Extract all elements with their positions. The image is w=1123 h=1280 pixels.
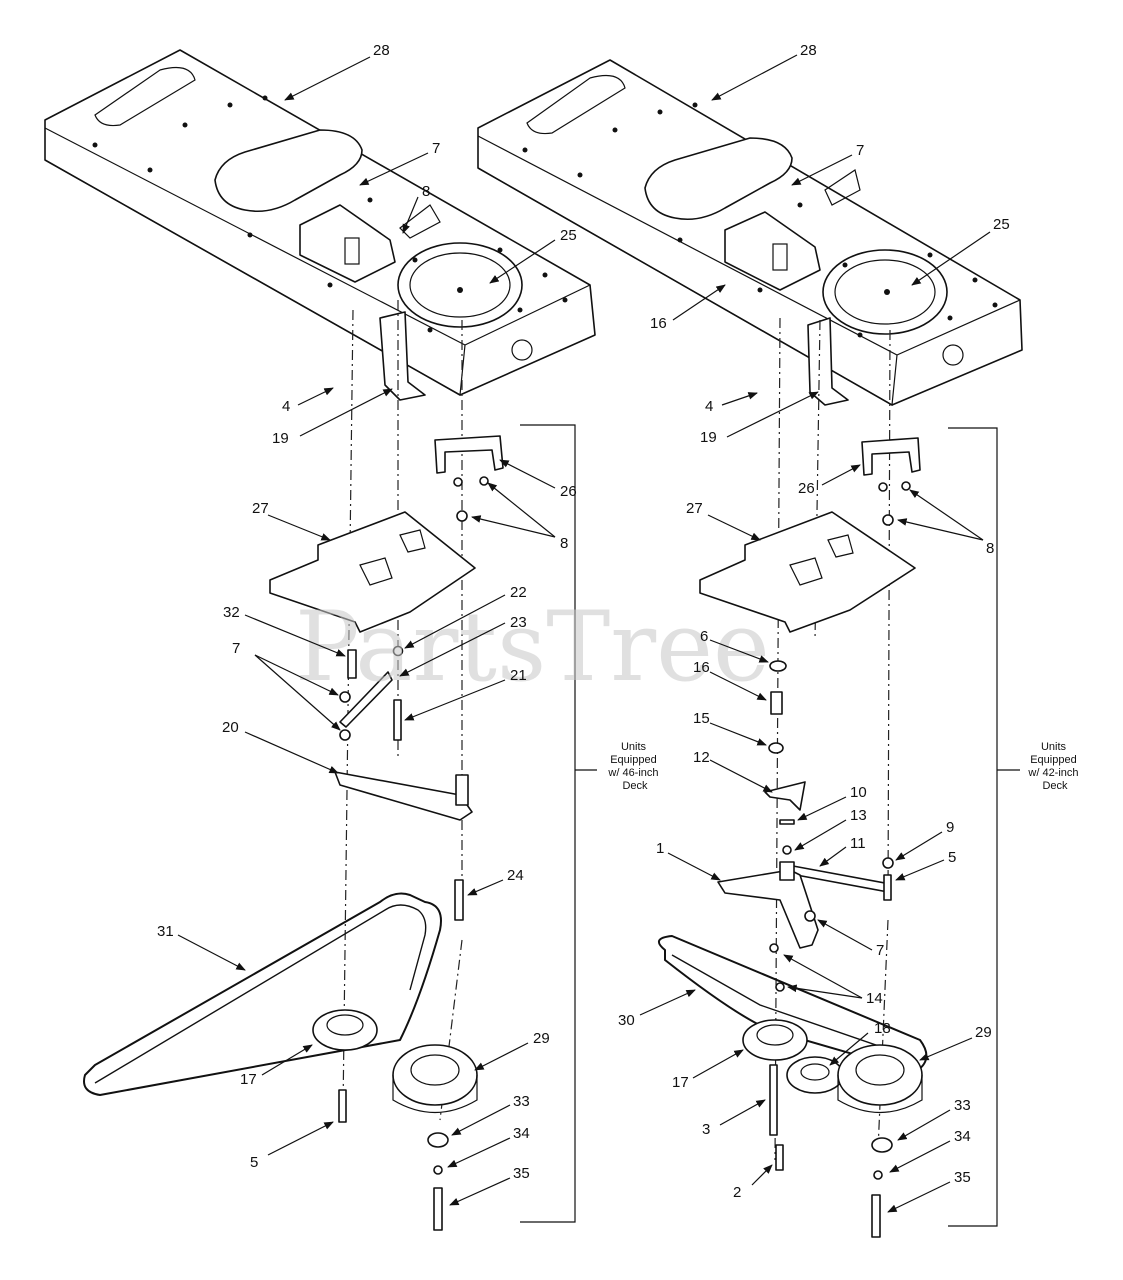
left-deck-note: Units Equipped w/ 46-inch Deck xyxy=(607,741,661,792)
callout-right-25: 25 xyxy=(993,216,1010,233)
right-bolt-2 xyxy=(775,1144,784,1171)
left-frame-holes xyxy=(92,95,568,333)
callout-right-16a: 16 xyxy=(650,315,667,332)
left-bracket-19 xyxy=(379,311,426,401)
left-arm-20 xyxy=(334,771,473,821)
callout-left-7b: 7 xyxy=(232,640,240,657)
left-frame xyxy=(44,49,596,396)
right-washer-33 xyxy=(871,1137,893,1153)
right-bolt-35 xyxy=(871,1194,881,1238)
right-bushing-16 xyxy=(770,691,783,715)
callout-left-27: 27 xyxy=(252,500,269,517)
callout-right-35: 35 xyxy=(954,1169,971,1186)
callout-right-26: 26 xyxy=(798,480,815,497)
callout-right-8: 8 xyxy=(986,540,994,557)
left-callouts: 28 7 8 25 4 19 26 8 27 32 22 23 7 21 20 xyxy=(157,42,577,1206)
callout-left-19: 19 xyxy=(272,430,289,447)
callout-left-25: 25 xyxy=(560,227,577,244)
callout-right-27: 27 xyxy=(686,500,703,517)
callout-right-11: 11 xyxy=(850,835,866,852)
callout-left-32: 32 xyxy=(223,604,240,621)
right-spring-11 xyxy=(790,865,891,893)
right-idler-arm-1 xyxy=(717,869,819,949)
callout-right-7a: 7 xyxy=(856,142,864,159)
right-clutch-29 xyxy=(837,1044,923,1106)
callout-left-8a: 8 xyxy=(422,183,430,200)
callout-left-22: 22 xyxy=(510,584,527,601)
right-pulley-17 xyxy=(742,1019,808,1061)
left-pin-32 xyxy=(347,649,357,679)
callout-right-3: 3 xyxy=(702,1121,710,1138)
right-callouts: 28 7 25 16 4 19 26 8 27 6 16 15 12 10 13… xyxy=(618,42,1010,1213)
callout-right-29: 29 xyxy=(975,1024,992,1041)
left-bolt-5 xyxy=(338,1089,347,1123)
callout-left-24: 24 xyxy=(507,867,524,884)
callout-left-29: 29 xyxy=(533,1030,550,1047)
left-bolt-21 xyxy=(393,699,402,741)
right-washer-34 xyxy=(873,1170,883,1180)
left-washer-34 xyxy=(433,1165,443,1175)
callout-right-28: 28 xyxy=(800,42,817,59)
right-plate-27 xyxy=(699,511,916,633)
callout-left-20: 20 xyxy=(222,719,239,736)
callout-left-7a: 7 xyxy=(432,140,440,157)
callout-right-30: 30 xyxy=(618,1012,635,1029)
left-bolt-35 xyxy=(433,1187,443,1231)
right-washer-6 xyxy=(769,660,787,672)
callout-right-16b: 16 xyxy=(693,659,710,676)
right-bolt-5 xyxy=(883,874,892,901)
callout-right-19: 19 xyxy=(700,429,717,446)
callout-right-4: 4 xyxy=(705,398,713,415)
left-belt-31 xyxy=(83,892,442,1096)
callout-right-6: 6 xyxy=(700,628,708,645)
callout-left-8b: 8 xyxy=(560,535,568,552)
left-clutch-29 xyxy=(392,1044,478,1106)
right-bracket-26 xyxy=(861,437,921,476)
callout-right-5: 5 xyxy=(948,849,956,866)
callout-right-1: 1 xyxy=(656,840,664,857)
callout-left-31: 31 xyxy=(157,923,174,940)
callout-left-28: 28 xyxy=(373,42,390,59)
callout-right-13: 13 xyxy=(850,807,867,824)
callout-right-18: 18 xyxy=(874,1020,891,1037)
right-frame-holes xyxy=(522,102,998,338)
callout-right-14: 14 xyxy=(866,990,883,1007)
left-assembly xyxy=(44,49,597,1231)
callout-right-12: 12 xyxy=(693,749,710,766)
callout-right-7b: 7 xyxy=(876,942,884,959)
right-washer-15 xyxy=(768,742,784,754)
callout-left-34: 34 xyxy=(513,1125,530,1142)
watermark: PartsTree xyxy=(295,591,770,703)
right-bracket-12 xyxy=(764,781,806,811)
callout-right-9: 9 xyxy=(946,819,954,836)
callout-right-17: 17 xyxy=(672,1074,689,1091)
callout-left-26: 26 xyxy=(560,483,577,500)
callout-right-2: 2 xyxy=(733,1184,741,1201)
callout-left-35: 35 xyxy=(513,1165,530,1182)
callout-left-5: 5 xyxy=(250,1154,258,1171)
callout-right-15: 15 xyxy=(693,710,710,727)
callout-left-23: 23 xyxy=(510,614,527,631)
callout-left-33: 33 xyxy=(513,1093,530,1110)
callout-left-4: 4 xyxy=(282,398,290,415)
callout-right-34: 34 xyxy=(954,1128,971,1145)
right-assembly xyxy=(477,59,1023,1238)
callout-left-17: 17 xyxy=(240,1071,257,1088)
callout-left-21: 21 xyxy=(510,667,527,684)
right-bolt-3 xyxy=(769,1064,778,1136)
right-frame xyxy=(477,59,1023,406)
callout-right-33: 33 xyxy=(954,1097,971,1114)
left-washer-33 xyxy=(427,1132,449,1148)
left-pulley-17 xyxy=(312,1009,378,1051)
right-deck-note: Units Equipped w/ 42-inch Deck xyxy=(1027,741,1081,792)
right-pulley-18 xyxy=(786,1056,844,1094)
left-bolt-24 xyxy=(454,879,464,921)
left-bracket-26 xyxy=(434,435,504,474)
callout-right-10: 10 xyxy=(850,784,867,801)
